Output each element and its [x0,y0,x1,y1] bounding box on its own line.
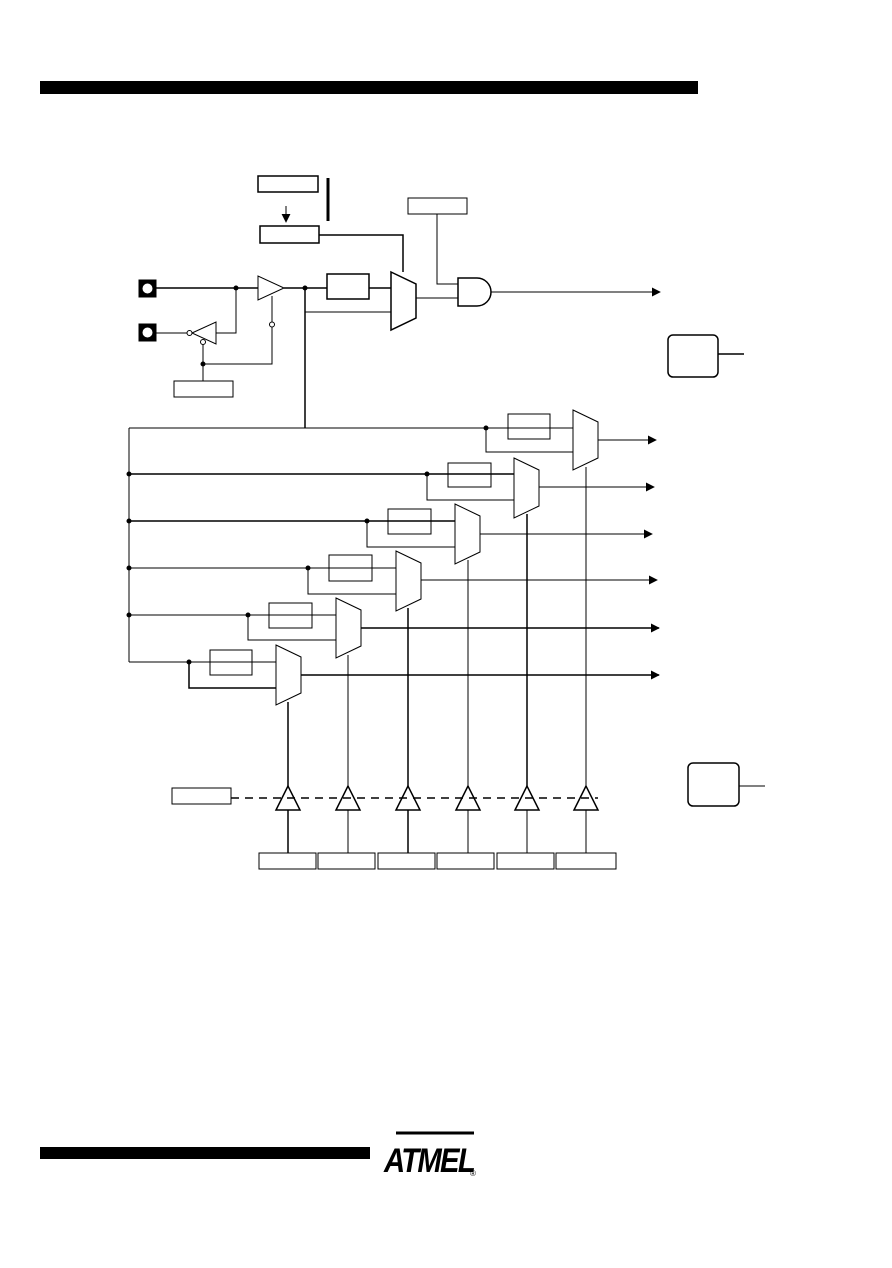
data-register-box [436,852,495,870]
input-buffer-icon [257,275,286,301]
stage-latch-box [507,413,551,440]
stage-latch-box [268,602,313,629]
data-register-box [258,852,317,870]
stage-bypass [485,428,573,453]
pin-icon-center [142,327,153,338]
stage-mux-icon [395,550,422,612]
and-gate-icon [457,277,492,307]
mode-select-box [259,225,320,244]
enable-wire [436,214,458,285]
enable-box [407,197,468,215]
feedback-wire [216,288,237,334]
stage-mux-icon [275,644,302,706]
stage-bypass [247,615,336,641]
logo-text: ATMEL [383,1142,474,1180]
junction-dot [126,612,132,618]
junction-dot [126,471,132,477]
block-box [667,334,719,378]
output-enable-box [171,787,232,805]
block-box [687,762,740,807]
data-register-box [496,852,555,870]
polarity-box [173,380,234,398]
stage-latch-box [209,649,253,676]
stage-latch-box [447,462,492,488]
data-register-box [555,852,617,870]
atmel-logo: ATMEL ® [383,1131,476,1180]
block-diagram [126,175,765,870]
data-register-box [317,852,376,870]
input-mux-icon [390,270,417,332]
junction-dot [126,565,132,571]
inversion-bubble [186,330,193,336]
control-register-box [257,175,319,193]
header-bar [40,81,698,94]
stage-bypass [366,521,455,548]
registered-mark: ® [470,1169,476,1178]
input-latch-box [326,273,370,300]
enable-bubble [200,339,206,345]
mode-select-wire [319,234,404,272]
stage-bypass [307,568,396,595]
enable-bubble [269,321,275,328]
junction-dot [126,518,132,524]
stage-bypass [426,474,514,501]
stage-mux-icon [335,597,362,659]
stage-mux-icon [572,409,599,471]
stage-mux-icon [454,503,481,565]
stage-latch-box [387,508,432,535]
stage-latch-box [328,554,373,582]
stage-bypass [188,662,276,689]
footer-bar [40,1147,370,1159]
data-register-box [377,852,436,870]
stage-mux-icon [513,457,540,519]
pin-icon-center [142,283,153,294]
enable-route [203,327,273,365]
